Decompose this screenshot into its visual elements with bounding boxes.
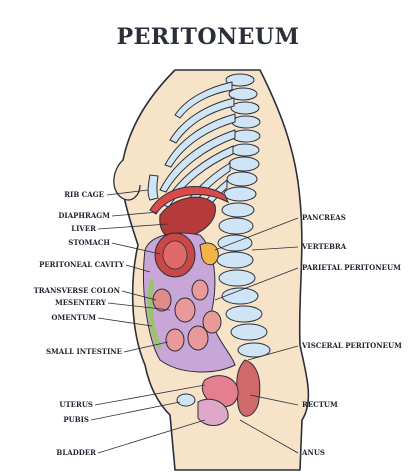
rectum — [236, 359, 261, 417]
label-rib-cage: RIB CAGE — [64, 190, 104, 199]
label-pancreas: PANCREAS — [302, 213, 346, 222]
transverse-colon — [152, 288, 172, 312]
label-vertebra: VERTEBRA — [302, 242, 347, 251]
label-visceral-peritoneum: VISCERAL PERITONEUM — [302, 341, 402, 350]
label-bladder: BLADDER — [56, 448, 96, 457]
pubis — [176, 393, 196, 407]
label-small-intestine: SMALL INTESTINE — [45, 347, 122, 356]
bladder — [197, 398, 229, 426]
label-pubis: PUBIS — [63, 415, 89, 424]
label-diaphragm: DIAPHRAGM — [58, 211, 110, 220]
omentum — [147, 279, 163, 350]
label-mesentery: MESENTERY — [54, 298, 106, 307]
diagram-title: PERITONEUM — [116, 24, 300, 50]
spine — [216, 73, 271, 358]
leader-lines-right — [214, 217, 299, 454]
pancreas — [199, 242, 219, 266]
label-transverse-colon: TRANSVERSE COLON — [33, 286, 120, 295]
leader-lines-left — [90, 189, 206, 454]
breast-outline — [113, 159, 141, 201]
label-liver: LIVER — [71, 224, 96, 233]
label-rectum: RECTUM — [302, 400, 338, 409]
label-anus: ANUS — [302, 448, 325, 457]
label-peritoneal-cavity: PERITONEAL CAVITY — [39, 260, 124, 269]
small-intestine — [165, 279, 222, 352]
label-uterus: UTERUS — [59, 400, 93, 409]
diaphragm — [149, 186, 229, 215]
label-stomach: STOMACH — [68, 238, 110, 247]
label-omentum: OMENTUM — [51, 313, 96, 322]
label-parietal-peritoneum: PARIETAL PERITONEUM — [302, 263, 401, 272]
